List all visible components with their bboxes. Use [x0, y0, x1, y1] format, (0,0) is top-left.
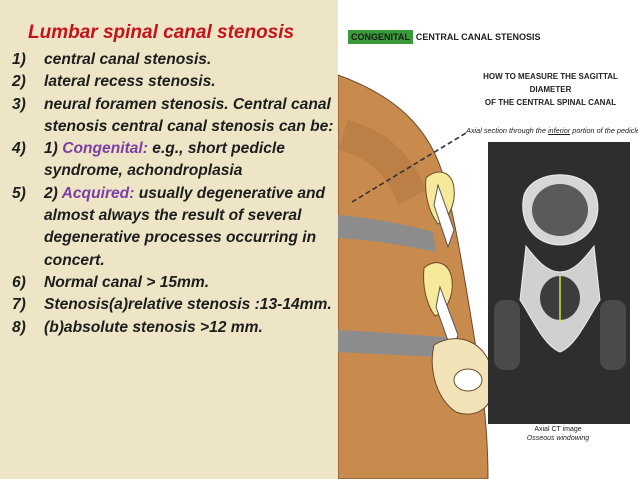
item-number: 5)	[12, 184, 26, 202]
ct-body-core	[532, 184, 588, 236]
lower-foramen	[453, 368, 483, 392]
item-text: neural foramen stenosis. Central canal s…	[44, 95, 334, 135]
text-panel: Lumbar spinal canal stenosis 1) central c…	[12, 22, 333, 336]
item-prefix: 2)	[44, 184, 62, 202]
item-text: usually degenerative and almost always t…	[44, 184, 326, 269]
item-text: Stenosis(a)relative stenosis :13-14mm.	[44, 296, 332, 314]
list-item: 2) lateral recess stenosis.	[12, 71, 342, 93]
axial-pointer-line	[351, 132, 467, 203]
ct-caption: Axial CT image Osseous windowing	[493, 425, 623, 443]
congenital-tag: CONGENITAL	[348, 30, 413, 44]
anatomy-figure: CONGENITAL CENTRAL CANAL STENOSIS HOW TO…	[338, 0, 638, 479]
item-number: 6)	[12, 273, 26, 291]
item-number: 7)	[12, 296, 26, 314]
ct-muscle-right	[600, 300, 626, 370]
figure-header: CONGENITAL CENTRAL CANAL STENOSIS	[348, 28, 541, 46]
slide-title: Lumbar spinal canal stenosis	[28, 22, 295, 43]
intervertebral-disc	[338, 215, 436, 252]
measure-line-2: OF THE CENTRAL SPINAL CANAL	[484, 98, 617, 107]
acquired-label: Acquired:	[61, 184, 135, 202]
list-item: 6) Normal canal > 15mm.	[12, 272, 342, 294]
spine-illustration	[338, 74, 630, 479]
item-number: 4)	[12, 140, 26, 158]
ct-muscle-left	[494, 300, 520, 370]
item-text: central canal stenosis.	[44, 51, 212, 68]
item-number: 1)	[12, 51, 26, 68]
congenital-label: Congenital:	[62, 140, 148, 158]
item-prefix: 1)	[44, 140, 63, 158]
axial-section-note: Axial section through the inferior porti…	[466, 126, 638, 135]
axial-note-post: portion of the pedicle:	[570, 126, 638, 135]
item-number: 2)	[12, 73, 26, 91]
item-text: e.g., short pedicle syndrome, achondropl…	[44, 140, 285, 180]
spinal-cord-strip	[433, 183, 455, 249]
ct-caption-line-1: Axial CT image	[534, 426, 582, 433]
vertebra-shadow	[338, 120, 426, 205]
list-item: 4) 1) Congenital: e.g., short pedicle syn…	[12, 138, 342, 183]
item-number: 3)	[12, 95, 26, 113]
measure-heading: HOW TO MEASURE THE SAGITTAL DIAMETER OF …	[468, 70, 633, 109]
axial-note-pre: Axial section through the	[466, 126, 548, 135]
item-text: lateral recess stenosis.	[44, 73, 216, 91]
axial-note-inferior: inferior	[547, 126, 571, 135]
item-list: 1) central canal stenosis. 2) lateral rec…	[12, 49, 342, 339]
list-item: 3) neural foramen stenosis. Central canal…	[12, 94, 342, 139]
item-text: (b)absolute stenosis >12 mm.	[44, 318, 263, 336]
list-item: 8) (b)absolute stenosis >12 mm.	[12, 317, 342, 339]
list-item: 5) 2) Acquired: usually degenerative and…	[12, 183, 342, 272]
list-item: 7) Stenosis(a)relative stenosis :13-14mm.	[12, 294, 342, 316]
measure-line-1: HOW TO MEASURE THE SAGITTAL DIAMETER	[483, 72, 618, 94]
figure-title: CENTRAL CANAL STENOSIS	[415, 32, 541, 42]
intervertebral-disc	[338, 330, 456, 358]
item-text: Normal canal > 15mm.	[44, 273, 210, 291]
ct-caption-line-2: Osseous windowing	[526, 435, 590, 442]
item-number: 8)	[12, 318, 26, 336]
list-item: 1) central canal stenosis.	[12, 49, 342, 71]
